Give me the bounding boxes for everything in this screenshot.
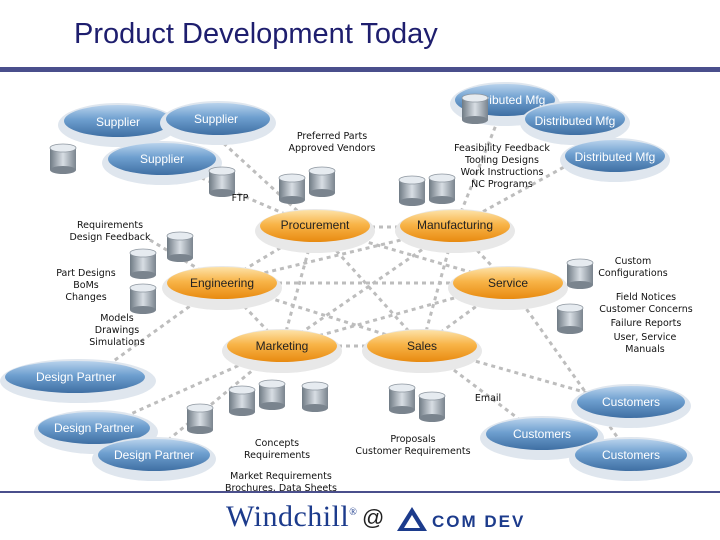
changes-label: Changes bbox=[65, 292, 106, 303]
database-icon bbox=[388, 383, 416, 415]
drawings-label: Drawings bbox=[95, 325, 140, 336]
customers-3-label: Customers bbox=[602, 448, 660, 462]
feasibility-label: Feasibility Feedback bbox=[454, 143, 550, 154]
customer-requirements-label: Customer Requirements bbox=[355, 446, 470, 457]
design-partner-2-label: Design Partner bbox=[54, 421, 134, 435]
node-customers-3: Customers bbox=[569, 437, 693, 481]
node-supplier-1: Supplier bbox=[58, 103, 178, 147]
design-feedback-label: Design Feedback bbox=[69, 232, 151, 243]
approved-vendors-label: Approved Vendors bbox=[289, 143, 376, 154]
node-customers-2: Customers bbox=[480, 416, 604, 460]
node-customers-1: Customers bbox=[571, 384, 691, 428]
node-design-partner-3: Design Partner bbox=[92, 437, 216, 481]
customer-concerns-label: Customer Concerns bbox=[599, 304, 692, 315]
comdev-logo-icon bbox=[397, 507, 427, 531]
database-icon bbox=[49, 143, 77, 175]
database-icon bbox=[556, 303, 584, 335]
database-icon bbox=[301, 381, 329, 413]
node-marketing: Marketing bbox=[222, 329, 342, 373]
page-title: Product Development Today bbox=[74, 18, 438, 50]
preferred-parts-label: Preferred Parts bbox=[297, 131, 367, 142]
service-label: Service bbox=[488, 276, 528, 290]
configurations-label: Configurations bbox=[598, 268, 667, 279]
failure-reports-label: Failure Reports bbox=[611, 318, 682, 329]
node-supplier-3: Supplier bbox=[102, 141, 222, 185]
user-service-label: User, Service bbox=[614, 332, 677, 343]
work-instructions-label: Work Instructions bbox=[461, 167, 544, 178]
boms-label: BoMs bbox=[73, 280, 99, 291]
supplier-1-label: Supplier bbox=[96, 115, 140, 129]
sales-label: Sales bbox=[407, 339, 437, 353]
comdev-logo-text: COM DEV bbox=[432, 512, 526, 531]
database-icon bbox=[278, 173, 306, 205]
footer-divider bbox=[0, 491, 720, 493]
at-sign: @ bbox=[362, 505, 385, 530]
title-divider bbox=[0, 67, 720, 72]
node-distributed-mfg-2: Distributed Mfg bbox=[520, 101, 630, 145]
requirements-label: Requirements bbox=[77, 220, 143, 231]
database-icon bbox=[428, 173, 456, 205]
proposals-label: Proposals bbox=[390, 434, 435, 445]
concepts-label: Concepts bbox=[255, 438, 299, 449]
models-label: Models bbox=[100, 313, 134, 324]
field-notices-label: Field Notices bbox=[616, 292, 676, 303]
design-partner-3-label: Design Partner bbox=[114, 448, 194, 462]
database-icon bbox=[461, 93, 489, 125]
database-icon bbox=[566, 258, 594, 290]
market-requirements-label: Market Requirements bbox=[230, 471, 332, 482]
supplier-2-label: Supplier bbox=[194, 112, 238, 126]
database-icon bbox=[129, 283, 157, 315]
database-icon bbox=[398, 175, 426, 207]
product-development-diagram: Distributed Mfg Distributed Mfg Distribu… bbox=[0, 82, 693, 494]
part-designs-label: Part Designs bbox=[56, 268, 116, 279]
node-procurement: Procurement bbox=[255, 209, 375, 253]
database-icon bbox=[228, 385, 256, 417]
procurement-label: Procurement bbox=[281, 218, 350, 232]
distributed-mfg-2-label: Distributed Mfg bbox=[535, 114, 616, 128]
database-icon bbox=[166, 231, 194, 263]
design-partner-1-label: Design Partner bbox=[36, 370, 116, 384]
engineering-label: Engineering bbox=[190, 276, 254, 290]
database-icon bbox=[129, 248, 157, 280]
nc-programs-label: NC Programs bbox=[471, 179, 533, 190]
manuals-label: Manuals bbox=[625, 344, 665, 355]
ftp-label: FTP bbox=[232, 193, 249, 204]
distributed-mfg-3-label: Distributed Mfg bbox=[575, 150, 656, 164]
customers-2-label: Customers bbox=[513, 427, 571, 441]
node-engineering: Engineering bbox=[162, 266, 282, 310]
concepts-requirements-label: Requirements bbox=[244, 450, 310, 461]
database-icon bbox=[418, 391, 446, 423]
customers-1-label: Customers bbox=[602, 395, 660, 409]
node-service: Service bbox=[448, 266, 568, 310]
custom-label: Custom bbox=[615, 256, 651, 267]
brochures-label: Brochures, Data Sheets bbox=[225, 483, 337, 494]
node-design-partner-1: Design Partner bbox=[0, 359, 156, 403]
simulations-label: Simulations bbox=[89, 337, 145, 348]
node-sales: Sales bbox=[362, 329, 482, 373]
database-icon bbox=[308, 166, 336, 198]
database-icon bbox=[186, 403, 214, 435]
tooling-label: Tooling Designs bbox=[464, 155, 539, 166]
node-distributed-mfg-3: Distributed Mfg bbox=[560, 138, 670, 182]
manufacturing-label: Manufacturing bbox=[417, 218, 493, 232]
node-supplier-2: Supplier bbox=[160, 101, 276, 145]
email-label: Email bbox=[475, 393, 501, 404]
marketing-label: Marketing bbox=[256, 339, 309, 353]
node-manufacturing: Manufacturing bbox=[395, 209, 515, 253]
supplier-3-label: Supplier bbox=[140, 152, 184, 166]
database-icon bbox=[258, 379, 286, 411]
windchill-logo: Windchill® bbox=[226, 500, 358, 533]
